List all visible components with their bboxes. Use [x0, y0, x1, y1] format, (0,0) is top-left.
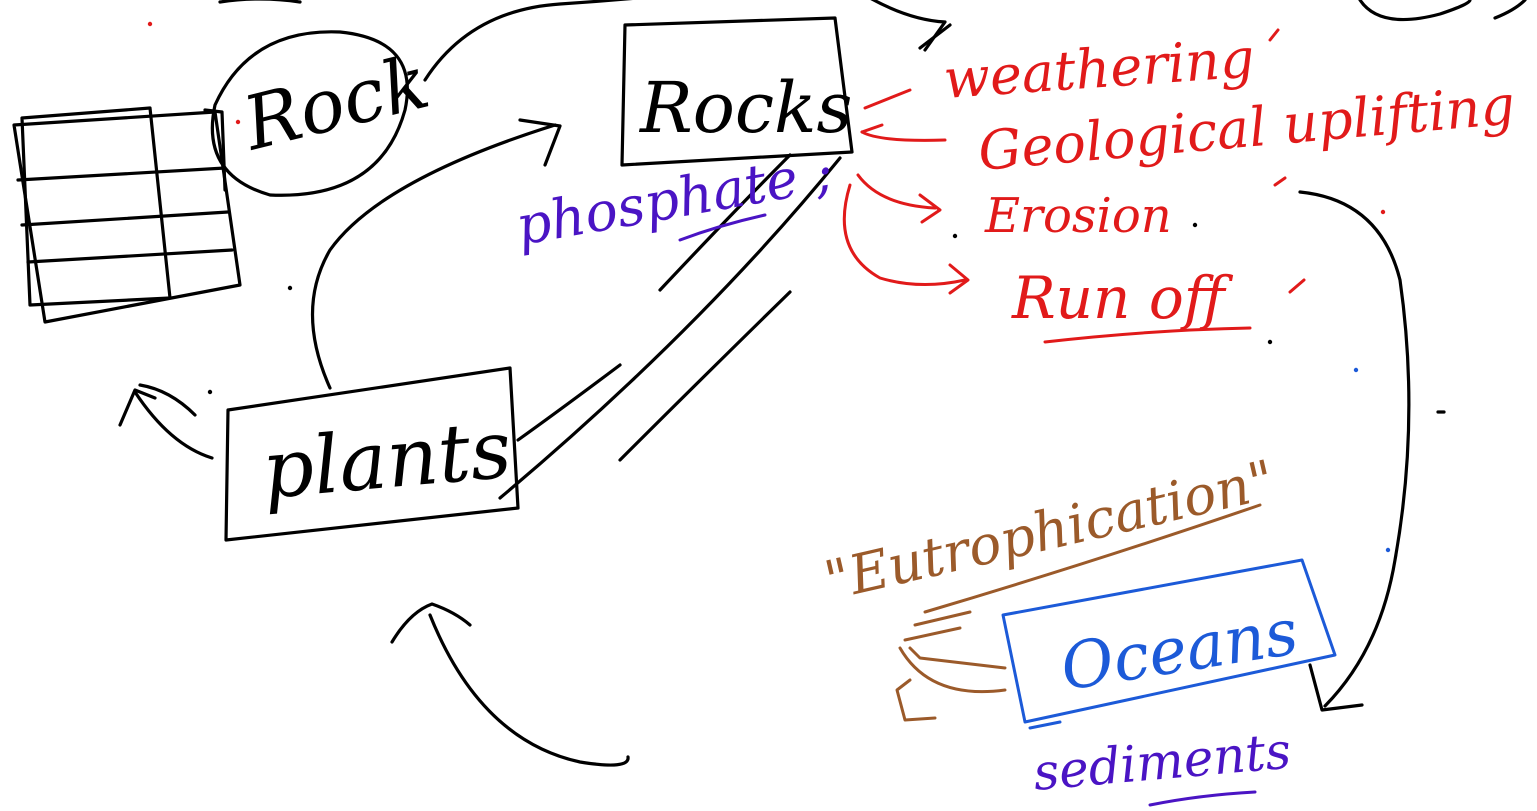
uplift-to-sediments-arc [1298, 190, 1411, 708]
cycle-arrows [118, 0, 1411, 767]
rock-layers-sketch [12, 106, 242, 324]
sediments-label: sediments [1031, 722, 1293, 802]
runoff-label: Run off [1011, 264, 1234, 332]
erosion-label: Erosion [984, 188, 1172, 244]
phosphate-label: phosphate ; [511, 140, 837, 258]
rock-label: Rock [234, 39, 438, 168]
rocks-node: Rocks [620, 16, 854, 167]
rock-to-rocks-arc [423, 0, 633, 82]
purple-underlines [678, 213, 1257, 807]
stray-dots [147, 21, 1446, 553]
weathering-label: weathering [942, 26, 1257, 111]
bottom-return-arrow [428, 613, 630, 767]
red-arrows [842, 28, 1306, 344]
top-edge-strokes [218, 0, 1527, 22]
rocks-to-plants-line-1 [516, 363, 622, 442]
runoff-underline [1043, 326, 1252, 344]
rocks-label: Rocks [638, 67, 852, 149]
plants-outgoing-arrow [133, 390, 214, 460]
eutrophication-label: "Eutrophication" [819, 448, 1281, 613]
plants-label: plants [259, 403, 515, 517]
rock-node: Rock [210, 30, 438, 197]
plants-node: plants [224, 366, 520, 542]
brown-arrows [895, 503, 1262, 722]
oceans-node: Oceans [1001, 558, 1337, 724]
rocks-to-plants-line-2 [498, 156, 842, 500]
plants-to-rocks-arrow [311, 123, 557, 390]
